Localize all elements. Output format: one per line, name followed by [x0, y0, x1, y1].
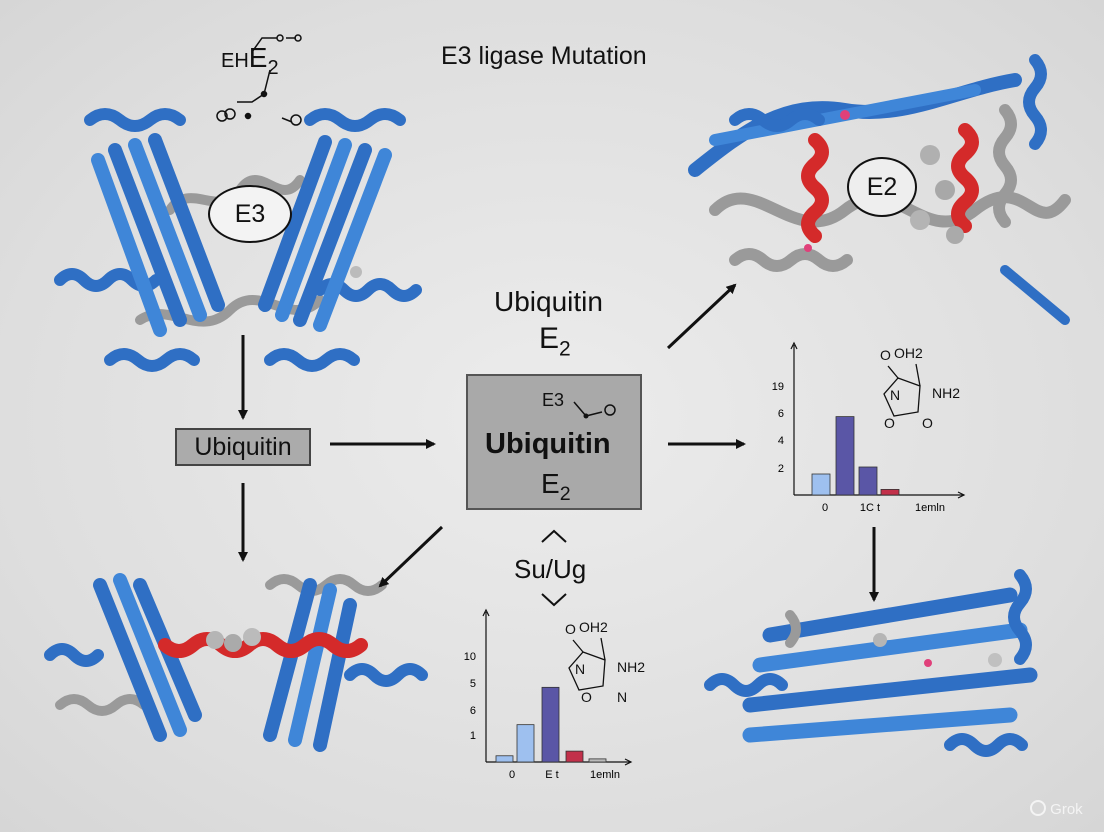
y-tick-label: 4: [778, 435, 784, 447]
bar: [541, 686, 560, 763]
x-tick-label: 1emln: [590, 769, 620, 781]
protein-structure-top-left: [54, 108, 422, 372]
side-bonds: [887, 363, 921, 387]
bar: [811, 473, 831, 496]
chem-atom-label: O: [884, 415, 895, 431]
bar: [835, 416, 855, 496]
chem-atom-label: NH2: [932, 385, 960, 401]
chevron-down-icon: [541, 593, 567, 607]
bar: [495, 755, 514, 763]
chem-atom-label: O: [565, 621, 576, 637]
center-above-subscript: 2: [559, 337, 571, 361]
chemical-structure: [568, 637, 606, 691]
center-above-line1: Ubiquitin: [494, 286, 603, 317]
center-above-e2: E2: [539, 322, 571, 361]
protein-structure-bottom-right: [704, 569, 1038, 757]
e3-label: E3: [234, 200, 266, 228]
chemical-structure: [883, 363, 921, 417]
e2-label: E2: [866, 173, 898, 201]
x-tick-label: E t: [545, 769, 558, 781]
chem-atom-label: NH2: [617, 659, 645, 675]
ubiquitin-box: Ubiquitin: [175, 428, 311, 466]
su-ug-label: Su/Ug: [514, 554, 587, 584]
central-complex-box: E3 Ubiquitin E2: [466, 374, 642, 510]
bar: [858, 466, 878, 496]
formula-subscript: 2: [267, 57, 279, 79]
arrow-center-to-top-right: [666, 283, 737, 350]
bar: [565, 750, 584, 763]
center-box-bold-label: Ubiquitin: [485, 428, 611, 460]
ring-bonds: [568, 651, 606, 691]
y-axis-arrow: [482, 608, 490, 617]
chem-atom-label: O: [581, 689, 592, 705]
watermark: Grok: [1030, 800, 1083, 818]
y-tick-label: 19: [772, 381, 784, 393]
bar: [516, 724, 535, 763]
center-above-e: E: [539, 322, 560, 355]
arrow-center-to-bottom-left: [378, 525, 444, 588]
chem-atom-label: N: [617, 689, 627, 705]
ubiquitin-box-label: Ubiquitin: [194, 433, 292, 461]
watermark-label: Grok: [1050, 801, 1083, 818]
bar: [880, 488, 900, 496]
y-tick-label: 1: [470, 730, 476, 742]
center-box-small-label: E3: [542, 390, 565, 410]
protein-structure-bottom-left: [44, 573, 428, 752]
y-tick-label: 6: [470, 705, 476, 717]
center-box-subscript: 2: [559, 482, 571, 505]
chevron-up-icon: [541, 529, 567, 543]
chem-atom-label: O: [880, 347, 891, 363]
center-box-connector: [573, 401, 616, 419]
x-axis-arrow: [957, 491, 966, 499]
e2-ellipse: E2: [847, 157, 917, 217]
ring-bonds: [883, 377, 921, 417]
y-tick-label: 10: [464, 651, 476, 663]
diagram-title: E3 ligase Mutation: [441, 42, 647, 70]
center-box-e2: E2: [541, 468, 571, 506]
x-tick-label: 1emln: [915, 502, 945, 514]
chem-atom-label: N: [890, 387, 900, 403]
center-box-e: E: [541, 468, 560, 499]
x-tick-label: 1C t: [860, 502, 880, 514]
chem-atom-label: OH2: [579, 619, 608, 635]
e3-ellipse: E3: [208, 185, 292, 243]
y-axis-arrow: [790, 341, 798, 350]
x-tick-label: 0: [509, 769, 515, 781]
y-tick-label: 5: [470, 678, 476, 690]
grok-logo-icon: [1030, 800, 1046, 816]
formula-prefix: EH: [221, 50, 249, 72]
chem-atom-label: OH2: [894, 345, 923, 361]
chem-atom-label: O: [922, 415, 933, 431]
y-tick-label: 2: [778, 463, 784, 475]
side-bonds: [572, 637, 606, 661]
x-axis-arrow: [624, 758, 633, 766]
formula-structure-lines: [216, 34, 302, 126]
bar: [588, 758, 607, 763]
y-tick-label: 6: [778, 408, 784, 420]
chem-atom-label: N: [575, 661, 585, 677]
x-tick-label: 0: [822, 502, 828, 514]
